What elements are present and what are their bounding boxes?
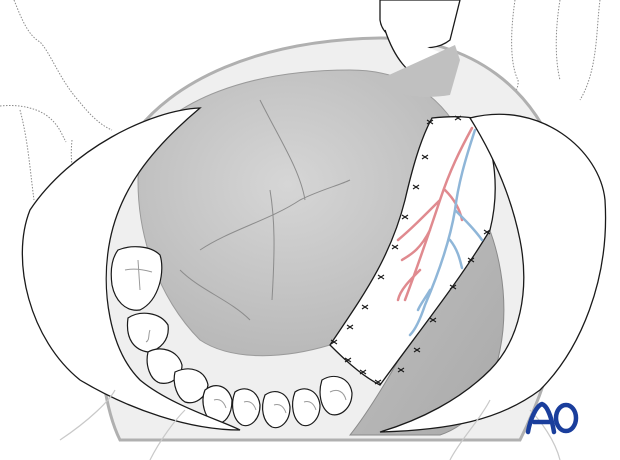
- dental-arch: [110, 246, 353, 429]
- sutures: [330, 115, 491, 385]
- tooth-details: [124, 259, 347, 414]
- artery: [396, 126, 474, 302]
- incisor: [262, 391, 291, 429]
- palatal-rugae: [179, 99, 351, 321]
- ao-logo: [525, 401, 579, 435]
- right-retractor[interactable]: [379, 113, 607, 433]
- flap-vessels: [396, 126, 484, 337]
- incisor: [232, 388, 261, 427]
- canine: [319, 375, 353, 416]
- molar: [110, 246, 163, 311]
- left-retractor[interactable]: [21, 107, 241, 431]
- logo-letter-a: [525, 401, 557, 435]
- canine: [173, 368, 209, 404]
- premolar: [126, 312, 169, 353]
- incisor: [202, 385, 233, 424]
- logo-letter-o: [553, 402, 579, 434]
- upper-tooth: [378, 0, 461, 97]
- incisor: [292, 388, 321, 427]
- vein: [408, 128, 484, 337]
